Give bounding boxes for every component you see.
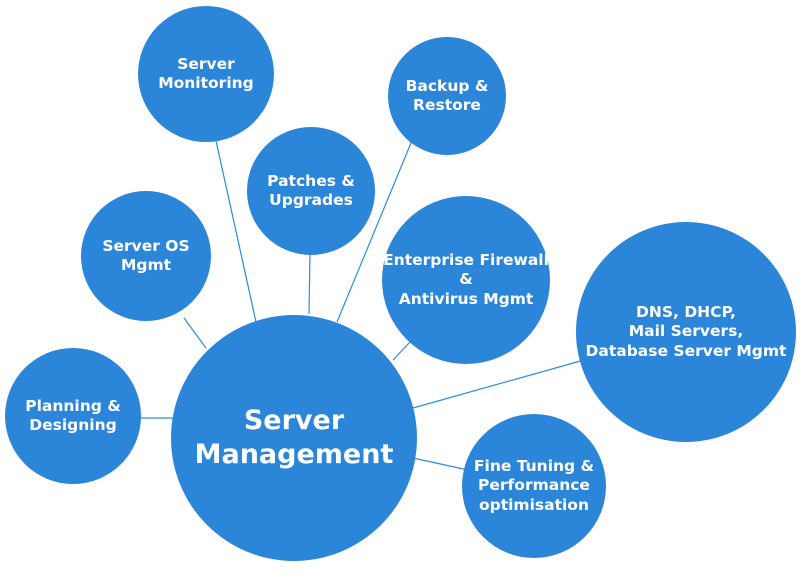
node-planning-designing: Planning & Designing bbox=[5, 348, 141, 484]
connector-patches-upgrades bbox=[308, 251, 311, 315]
node-label: Planning & Designing bbox=[25, 396, 121, 434]
connector-server-os-mgmt bbox=[183, 317, 207, 349]
connector-backup-restore bbox=[336, 125, 419, 323]
connector-fine-tuning bbox=[412, 457, 469, 471]
node-label: Server Monitoring bbox=[158, 54, 254, 92]
node-label: DNS, DHCP, Mail Servers, Database Server… bbox=[585, 302, 787, 360]
node-label: Fine Tuning & Performance optimisation bbox=[473, 456, 595, 514]
node-server-os-mgmt: Server OS Mgmt bbox=[81, 191, 211, 321]
node-server-monitoring: Server Monitoring bbox=[138, 6, 274, 142]
connector-dns-dhcp bbox=[412, 359, 585, 409]
node-dns-dhcp: DNS, DHCP, Mail Servers, Database Server… bbox=[576, 222, 796, 442]
node-label: Patches & Upgrades bbox=[267, 171, 355, 209]
node-fine-tuning: Fine Tuning & Performance optimisation bbox=[462, 414, 606, 558]
node-label: Enterprise Firewall & Antivirus Mgmt bbox=[383, 250, 549, 308]
connector-enterprise-firewall bbox=[392, 341, 411, 361]
node-patches-upgrades: Patches & Upgrades bbox=[247, 127, 375, 255]
center-node-server-management: Server Management bbox=[171, 315, 417, 561]
node-backup-restore: Backup & Restore bbox=[388, 37, 506, 155]
connector-server-monitoring bbox=[210, 117, 257, 323]
node-label: Backup & Restore bbox=[405, 76, 489, 114]
node-label: Server OS Mgmt bbox=[102, 236, 190, 274]
node-enterprise-firewall: Enterprise Firewall & Antivirus Mgmt bbox=[382, 196, 550, 364]
center-label: Server Management bbox=[194, 405, 394, 470]
